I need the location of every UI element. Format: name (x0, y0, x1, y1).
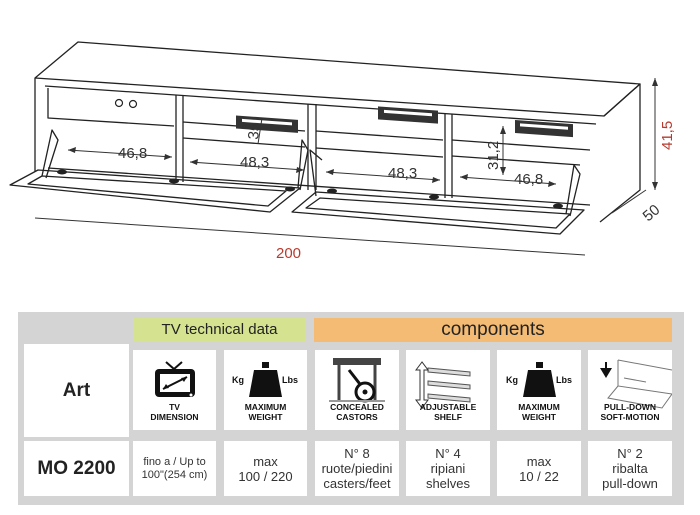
dim-center-right: 48,3 (388, 165, 417, 182)
value-pull-down: N° 2 ribalta pull-down (588, 441, 672, 496)
caption-max-weight-shelf: MAXIMUM WEIGHT (518, 402, 560, 422)
adjustable-shelf-icon (415, 361, 471, 409)
dim-shelf-gap: 35 (245, 122, 264, 140)
art-label: Art (24, 344, 129, 437)
svg-text:Kg: Kg (232, 375, 244, 385)
icon-cell-concealed-castors: CONCEALED CASTORS (315, 350, 399, 430)
caption-max-weight-tv: MAXIMUM WEIGHT (244, 402, 287, 422)
dim-center-left: 48,3 (240, 154, 269, 171)
header-tv-technical-data: TV technical data (133, 318, 306, 342)
tv-dimension-icon (155, 361, 195, 397)
spec-table: TV technical data components Art TV DIME… (18, 312, 684, 505)
svg-text:Lbs: Lbs (282, 375, 298, 385)
furniture-technical-drawing: 46,8 48,3 48,3 46,8 35 31,2 200 41,5 50 (9, 41, 676, 262)
icon-cell-pull-down: PULL-DOWN SOFT-MOTION (588, 350, 672, 430)
dim-shelf-height: 31,2 (485, 141, 502, 170)
value-shelves: N° 4 ripiani shelves (406, 441, 490, 496)
header-components: components (314, 318, 672, 342)
icon-cell-max-weight-tv: Kg Lbs MAXIMUM WEIGHT (224, 350, 307, 430)
pull-down-soft-motion-icon (600, 359, 672, 409)
model-code: MO 2200 (24, 441, 129, 496)
caption-pull-down: PULL-DOWN SOFT-MOTION (600, 402, 660, 422)
dim-left-compartment: 46,8 (118, 145, 147, 162)
dim-depth: 50 (640, 201, 664, 225)
icon-cell-tv-dimension: TV DIMENSION (133, 350, 216, 430)
icon-cell-max-weight-shelf: Kg Lbs MAXIMUM WEIGHT (497, 350, 581, 430)
value-max-weight-shelf: max 10 / 22 (497, 441, 581, 496)
icon-cell-adjustable-shelf: ADJUSTABLE SHELF (406, 350, 490, 430)
dim-right-compartment: 46,8 (514, 171, 543, 188)
value-tv-dimension: fino a / Up to 100"(254 cm) (133, 441, 216, 496)
caption-tv-dimension: TV DIMENSION (150, 402, 199, 422)
caption-adjustable-shelf: ADJUSTABLE SHELF (419, 402, 477, 422)
maximum-weight-icon: Kg Lbs (232, 362, 298, 397)
maximum-weight-icon: Kg Lbs (506, 362, 572, 397)
value-castors: N° 8 ruote/piedini casters/feet (315, 441, 399, 496)
value-max-weight-tv: max 100 / 220 (224, 441, 307, 496)
svg-text:Lbs: Lbs (556, 375, 572, 385)
caption-concealed-castors: CONCEALED CASTORS (330, 402, 384, 422)
concealed-castors-icon (329, 358, 385, 403)
svg-text:Kg: Kg (506, 375, 518, 385)
dim-total-height: 41,5 (659, 121, 676, 150)
dim-total-width: 200 (276, 245, 301, 262)
